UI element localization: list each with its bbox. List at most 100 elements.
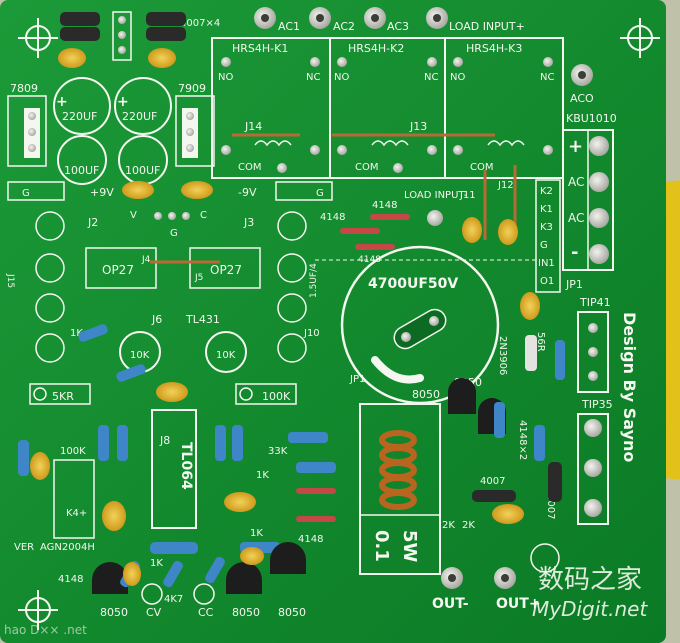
diode-4007-side-label: 4007 [545, 494, 556, 519]
k4-label: K4+ [66, 508, 87, 519]
watermark-url: MyDigit.net [532, 597, 648, 621]
r-1k-b-label: 1K [250, 528, 263, 539]
jp1-label: JP1 [565, 278, 583, 291]
reg-7809-label: 7809 [10, 82, 38, 95]
rail-plus9: +9V [90, 186, 114, 199]
q-8050-b-label: 8050 [412, 388, 440, 401]
relay-k2-nc: NC [424, 72, 438, 83]
r-2k-a-label: 2K [442, 520, 455, 531]
cap-1-5uf-label: 1.5UF/4 [309, 263, 319, 298]
regulators: 7809 7909 [7, 82, 215, 167]
tip41-label: TIP41 [579, 296, 611, 309]
svg-text:+: + [56, 94, 68, 110]
op27-left: OP27 [102, 263, 134, 277]
j6-label: J6 [151, 313, 162, 326]
cap-4700uf-label: 4700UF50V [368, 276, 458, 292]
ac2-label: AC2 [333, 20, 355, 33]
pin-o1: O1 [540, 276, 554, 287]
bottom-transistors: 8050 CV 4K7 CC 8050 8050 [92, 542, 306, 619]
relay-k1-no: NO [218, 72, 233, 83]
t-8050-a-label: 8050 [100, 606, 128, 619]
diode-4148-lower: 4148 [58, 574, 83, 585]
pin-g: G [540, 240, 548, 251]
t-8050-b-label: 8050 [232, 606, 260, 619]
power-resistor-5w: 5W [399, 530, 420, 563]
r-33k-label: 33K [268, 446, 288, 457]
diode-4007-label: 4007 [480, 476, 505, 487]
j11-label: J11 [459, 190, 476, 201]
load-input-plus-label: LOAD INPUT+ [449, 20, 525, 33]
relay-k3: HRS4H-K3 NO NC COM [444, 37, 564, 179]
ac1-label: AC1 [278, 20, 300, 33]
reg-7909-label: 7909 [178, 82, 206, 95]
watermark: 数码之家 MyDigit.net hao D×× .net [4, 565, 648, 637]
r-4k7-label: 4K7 [164, 594, 183, 605]
cap-100uf-left: 100UF [64, 164, 99, 177]
pin-in1: IN1 [538, 258, 555, 269]
lower-right-section: 4148×2 4007 2K 2K 4007 OUT- OUT+ [432, 402, 562, 612]
j12-label: J12 [497, 180, 514, 191]
r-100k-left-label: 100K [60, 446, 86, 457]
j5-label: J5 [194, 273, 203, 283]
pin-k1: K1 [540, 204, 553, 215]
diode-4148-lb: 4148 [298, 534, 323, 545]
aco-label: ACO [570, 92, 594, 105]
watermark-cn: 数码之家 [538, 565, 642, 595]
lower-left-section: 5KR 100K K4+ VER AGN2004H 4148 J8 TL064 … [14, 382, 336, 585]
relay-k1-nc: NC [306, 72, 320, 83]
r-2k-b-label: 2K [462, 520, 475, 531]
relay-k1-com: COM [238, 162, 261, 173]
diode-4148-b: 4148 [372, 200, 397, 211]
cap-220uf-left: 220UF [62, 110, 97, 123]
relay-k2-name: HRS4H-K2 [348, 42, 404, 55]
relay-k1-name: HRS4H-K1 [232, 42, 288, 55]
svg-text:+: + [117, 94, 129, 110]
opamp-section: J2 J3 OP27 J4 OP27 J5 J6 TL431 1K 10K 10… [5, 211, 320, 382]
rail-g-left: G [22, 188, 30, 199]
design-by-text: Design By Sayno [620, 312, 639, 462]
relay-k2-com: COM [355, 162, 378, 173]
ac3-label: AC3 [387, 20, 409, 33]
relay-k2-no: NO [334, 72, 349, 83]
diodes-center: 4148 4148 4148 [320, 200, 410, 265]
t-8050-c-label: 8050 [278, 606, 306, 619]
tl064-label: TL064 [178, 442, 194, 490]
diode-4148x2-label: 4148×2 [517, 420, 528, 460]
op27-right: OP27 [210, 263, 242, 277]
q-2n3906-label: 2N3906 [497, 336, 508, 375]
r-1k-c-label: 1K [150, 558, 163, 569]
ver-label: VER [14, 542, 34, 553]
relay-k3-no: NO [450, 72, 465, 83]
cv-label: CV [146, 606, 162, 619]
jp1-mid-label: JP1 [349, 374, 365, 385]
j8-label: J8 [159, 434, 170, 447]
main-capacitor: 4700UF50V JP1 [315, 245, 540, 405]
rail-v: V [130, 210, 137, 221]
bridge-ac1: AC [568, 175, 584, 189]
relay-k2: HRS4H-K2 NO NC J13 COM [329, 37, 446, 179]
rail-c: C [200, 210, 207, 221]
cc-label: CC [198, 606, 214, 619]
pot10k-b: 10K [216, 350, 236, 361]
inductor-resistor: 5W 0.1 [359, 403, 441, 575]
cap-220uf-right: 220UF [122, 110, 157, 123]
tl431-label: TL431 [185, 313, 220, 326]
r-100k-mid-label: 100K [262, 390, 291, 403]
pot10k-a: 10K [130, 350, 150, 361]
rail-labels: G +9V -9V G V C G [7, 181, 333, 239]
relay-k3-com: COM [470, 162, 493, 173]
r1k-label: 1K [70, 328, 83, 339]
j3-label: J3 [243, 216, 254, 229]
j15-label: J15 [5, 273, 15, 288]
power-resistor-0-1: 0.1 [371, 530, 392, 562]
rail-g-mid: G [170, 228, 178, 239]
pot-5kr-label: 5KR [52, 390, 74, 403]
pin-k3: K3 [540, 222, 553, 233]
pin-k2: K2 [540, 186, 553, 197]
right-pin-header: K2 K1 K3 G IN1 O1 JP1 J11 J12 LOAD INPUT… [404, 165, 583, 293]
relay-k2-j: J13 [409, 120, 427, 133]
bridge-minus: - [571, 242, 578, 263]
j10-label: J10 [303, 328, 320, 339]
rail-g-right: G [316, 188, 324, 199]
